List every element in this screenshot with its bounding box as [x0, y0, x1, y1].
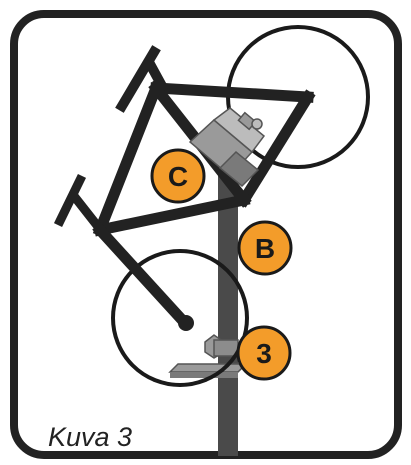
base-plate	[170, 364, 246, 372]
marker-3: 3	[238, 327, 290, 379]
figure-caption: Kuva 3	[48, 422, 132, 452]
marker-c-label: C	[168, 161, 188, 192]
marker-b-label: B	[255, 233, 275, 264]
marker-c: C	[152, 150, 204, 202]
front-hub	[178, 315, 194, 331]
marker-b: B	[239, 222, 291, 274]
base-plate-edge	[170, 372, 238, 378]
figure-border	[14, 14, 398, 455]
stand-pole	[218, 168, 238, 456]
marker-3-label: 3	[256, 338, 272, 369]
